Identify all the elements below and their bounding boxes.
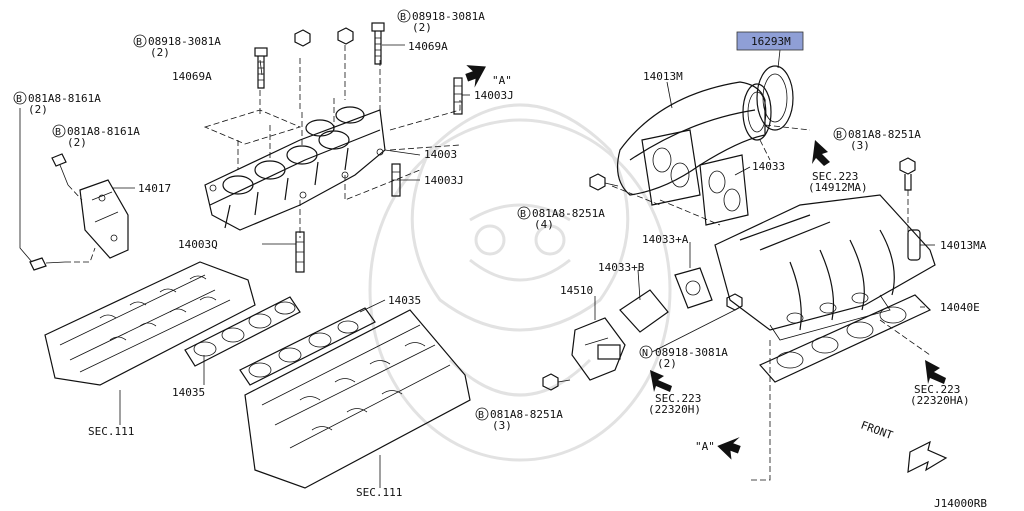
callout-14033A[interactable]: 14033+A [642,233,689,246]
svg-text:B: B [400,12,406,23]
svg-text:SEC.223: SEC.223 [812,170,858,183]
svg-text:B: B [136,37,142,48]
gasket-14035-left [184,296,301,367]
bolt-081A8-8161A-mid [51,153,69,186]
bracket-14017 [79,179,129,259]
watermark-emblem [368,103,672,462]
nut-08918-left [294,29,311,47]
svg-text:(3): (3) [492,419,512,432]
view-marker-a-bottom: "A" [695,440,715,453]
sec223-22320H-arrow [650,370,672,392]
bolt-label-08918-right[interactable]: B 08918-3081A (2) [397,9,485,34]
bolt-081A8-8251A-mid [589,173,619,191]
collector-14013M [617,81,772,196]
gasket-14033A [674,267,713,309]
svg-text:SEC.223: SEC.223 [655,392,701,405]
svg-text:(3): (3) [850,139,870,152]
bolt-label-08918-left[interactable]: B 08918-3081A (2) [133,34,221,59]
svg-text:08918-3081A: 08918-3081A [148,35,221,48]
manifold-14013MA [714,194,936,341]
bolt-label-081A8-8161A-top[interactable]: B 081A8-8161A (2) [13,91,101,116]
callout-14069A-right[interactable]: 14069A [408,40,448,53]
diagram-id: J14000RB [934,497,987,510]
svg-text:081A8-8251A: 081A8-8251A [490,408,563,421]
nut-08918-right [337,27,354,45]
svg-text:081A8-8161A: 081A8-8161A [67,125,140,138]
injector-14003Q [295,231,305,273]
svg-text:B: B [478,410,484,421]
callout-14003[interactable]: 14003 [424,148,457,161]
callout-14003J-top[interactable]: 14003J [474,89,514,102]
gasket-14033-right [699,154,749,226]
callout-14510[interactable]: 14510 [560,284,593,297]
callout-14033[interactable]: 14033 [752,160,785,173]
injector-14003J-top [453,77,463,115]
svg-text:(2): (2) [412,21,432,34]
sec-ref-223-22320H[interactable]: SEC.223 (22320H) [648,392,701,416]
svg-text:B: B [836,130,842,141]
callout-16293M[interactable]: 16293M [751,35,791,48]
callout-14003J-mid[interactable]: 14003J [424,174,464,187]
nut-08918-3081A-lower [726,293,743,311]
svg-text:081A8-8251A: 081A8-8251A [532,207,605,220]
svg-text:(2): (2) [657,357,677,370]
view-marker-a-top: "A" [492,74,512,87]
callout-14035-right[interactable]: 14035 [388,294,421,307]
gasket-14033-left [641,129,701,206]
svg-text:B: B [520,209,526,220]
sec-ref-111-right[interactable]: SEC.111 [356,486,402,499]
callout-14013M[interactable]: 14013M [643,70,683,83]
svg-text:B: B [16,94,22,105]
svg-text:SEC.223: SEC.223 [914,383,960,396]
svg-text:(2): (2) [67,136,87,149]
sec223-14912MA-arrow [812,140,830,166]
svg-text:(2): (2) [150,46,170,59]
view-a-arrow-top [465,65,486,88]
svg-text:N: N [642,348,648,359]
highlight-box-16293M [736,31,804,51]
svg-text:(4): (4) [534,218,554,231]
gasket-14033B [619,289,669,333]
svg-text:081A8-8161A: 081A8-8161A [28,92,101,105]
bolt-081A8-8251A-right [899,157,916,191]
front-arrow [907,440,948,474]
svg-text:(2): (2) [28,103,48,116]
sec-ref-111-left[interactable]: SEC.111 [88,425,134,438]
bolt-label-081A8-8161A-mid[interactable]: B 081A8-8161A (2) [52,124,140,149]
upper-collector-assembly [203,45,461,238]
sec-ref-223-14912MA[interactable]: SEC.223 (14912MA) [808,170,868,194]
front-label: FRONT [859,419,895,443]
nut-label-08918-3081A[interactable]: N 08918-3081A (2) [639,345,728,370]
callout-14069A-left[interactable]: 14069A [172,70,212,83]
cylinder-head-left [44,261,256,386]
callout-14033B[interactable]: 14033+B [598,261,645,274]
bolt-label-081A8-8251A-right[interactable]: B 081A8-8251A (3) [833,127,921,152]
svg-text:(22320HA): (22320HA) [910,394,970,407]
svg-text:(22320H): (22320H) [648,403,701,416]
view-a-arrow-bottom [717,437,741,460]
bolt-label-081A8-8251A-mid[interactable]: B 081A8-8251A (4) [517,206,605,231]
bolt-14069A-right [371,22,385,65]
svg-text:B: B [55,127,61,138]
sec223-22320HA-arrow [925,360,946,384]
svg-text:08918-3081A: 08918-3081A [655,346,728,359]
callout-14003Q[interactable]: 14003Q [178,238,218,251]
callout-14017[interactable]: 14017 [138,182,171,195]
callout-14035-left[interactable]: 14035 [172,386,205,399]
callout-14013MA[interactable]: 14013MA [940,239,987,252]
svg-text:(14912MA): (14912MA) [808,181,868,194]
valve-14510 [571,317,626,381]
bolt-label-081A8-8251A-bottom[interactable]: B 081A8-8251A (3) [475,407,563,432]
svg-text:081A8-8251A: 081A8-8251A [848,128,921,141]
callout-14040E[interactable]: 14040E [940,301,980,314]
cylinder-head-right [244,309,471,489]
gasket-16293M [756,65,794,131]
sec-ref-223-22320HA[interactable]: SEC.223 (22320HA) [910,383,970,407]
svg-text:08918-3081A: 08918-3081A [412,10,485,23]
bolt-081A8-8251A-bottom [542,373,571,391]
gasket-14035-right [239,307,376,386]
bolt-081A8-8161A-top [29,257,66,271]
